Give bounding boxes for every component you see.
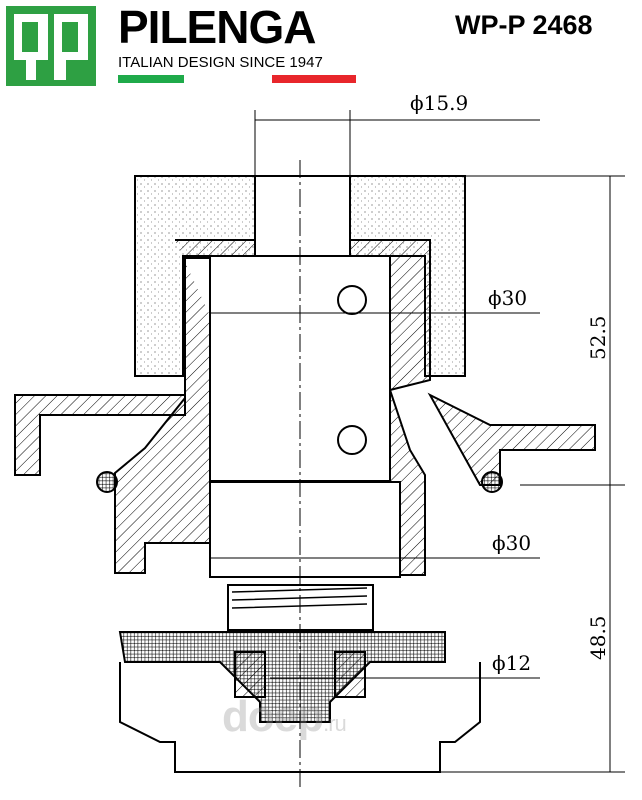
dim-bore-diameter: ϕ12 xyxy=(492,651,531,675)
dim-lower-height: 48.5 xyxy=(586,615,610,660)
brand-tagline: ITALIAN DESIGN SINCE 1947 xyxy=(118,54,323,71)
dim-shaft-diameter: ϕ15.9 xyxy=(410,91,468,115)
dim-upper-height: 52.5 xyxy=(586,315,610,360)
part-number: WP-P 2468 xyxy=(455,10,593,40)
watermark-suffix: .ru xyxy=(323,711,347,736)
watermark: doep.ru xyxy=(222,692,347,747)
pump-geometry xyxy=(14,175,596,773)
watermark-main: doep xyxy=(222,692,324,741)
qp-logo-icon xyxy=(14,14,88,80)
dim-bearing-lower-diameter: ϕ30 xyxy=(492,531,531,555)
brand-logo-mark xyxy=(6,6,96,86)
italian-flag-green-bar xyxy=(118,75,184,83)
brand-name: PILENGA xyxy=(118,1,316,53)
italian-flag-red-bar xyxy=(272,75,356,83)
dim-bearing-upper-diameter: ϕ30 xyxy=(488,286,527,310)
dimension-lines xyxy=(210,110,625,790)
